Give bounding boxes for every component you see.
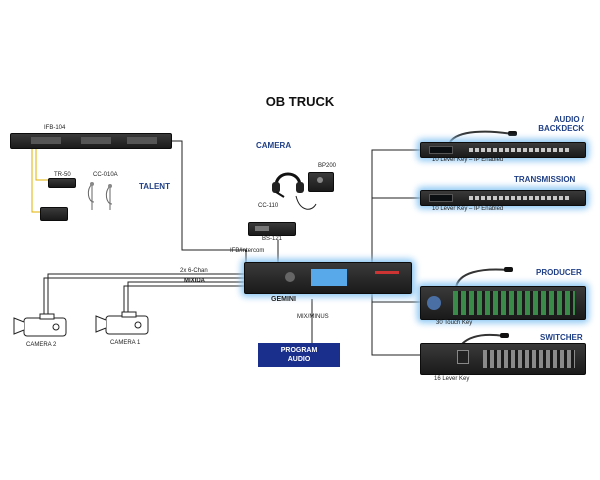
camera2-line-a	[47, 273, 244, 316]
bus-audio-line	[371, 149, 420, 281]
tr50-label: TR-50	[54, 172, 71, 178]
audio-backdeck-section-label: AUDIO / BACKDECK	[538, 115, 584, 133]
talent-wire-2	[35, 148, 48, 181]
ifb-intercom-label: IFB/Intercom	[230, 248, 265, 254]
switcher-section-label: SWITCHER	[540, 333, 583, 342]
gemini-frame	[244, 262, 412, 294]
camera1-label: CAMERA 1	[110, 340, 141, 346]
producer-gooseneck-mic-icon	[455, 267, 513, 289]
ifb-104-unit	[10, 133, 172, 149]
mix-minus-label: MIX/MINUS	[297, 314, 329, 320]
gemini-display	[311, 269, 347, 286]
chan-label-1: 2x 6-Chan	[180, 268, 208, 274]
audio-label: AUDIO	[287, 356, 311, 363]
camera2-line-b	[43, 277, 244, 316]
transmission-section-label: TRANSMISSION	[514, 175, 576, 184]
camera2-icon	[13, 313, 67, 337]
transmission-panel	[420, 190, 586, 206]
audio-panel-label: 10 Lever Key – IP Enabled	[432, 157, 504, 163]
bus-switcher-line	[371, 280, 420, 356]
bs121-label: BS-121	[262, 236, 283, 242]
program-audio-box: PROGRAM AUDIO	[258, 343, 340, 367]
audio-gooseneck-mic-icon	[449, 130, 517, 143]
talent-beltpack	[40, 207, 68, 221]
ifb-label: IFB-104	[44, 125, 66, 131]
talent-section-label: TALENT	[139, 182, 170, 191]
headset-icon	[272, 172, 304, 198]
tr50-device	[48, 178, 76, 188]
transmission-panel-label: 10 Lever Key – IP Enabled	[432, 206, 504, 212]
chan-label-2: MIXIDA	[184, 278, 205, 284]
switcher-gooseneck-mic-icon	[461, 333, 509, 345]
bp200-beltpack	[308, 172, 334, 192]
diagram-title: OB TRUCK	[265, 94, 335, 109]
camera1-line-b	[123, 285, 244, 314]
camera1-icon	[95, 311, 149, 335]
camera-section-label: CAMERA	[256, 141, 292, 150]
switcher-panel	[420, 343, 586, 375]
producer-section-label: PRODUCER	[536, 268, 582, 277]
camera2-label: CAMERA 2	[26, 342, 57, 348]
camera1-line-a	[127, 281, 244, 314]
talent-wire-1	[31, 148, 40, 213]
bs121-unit	[248, 222, 296, 236]
program-label: PROGRAM	[280, 347, 318, 354]
producer-panel	[420, 286, 586, 320]
switcher-panel-label: 16 Lever Key	[434, 376, 470, 382]
bp200-label: BP200	[318, 163, 337, 169]
cc010a-label: CC-010A	[93, 172, 118, 178]
earpiece-icon	[87, 182, 113, 210]
audio-backdeck-panel	[420, 142, 586, 158]
headset-cable	[295, 195, 317, 210]
gemini-knob-icon	[285, 272, 295, 282]
producer-panel-label: 30 Touch Key	[436, 320, 473, 326]
ifb-connection-line	[170, 140, 247, 262]
cc110-label: CC-110	[258, 203, 279, 209]
gemini-label: GEMINI	[271, 296, 296, 303]
